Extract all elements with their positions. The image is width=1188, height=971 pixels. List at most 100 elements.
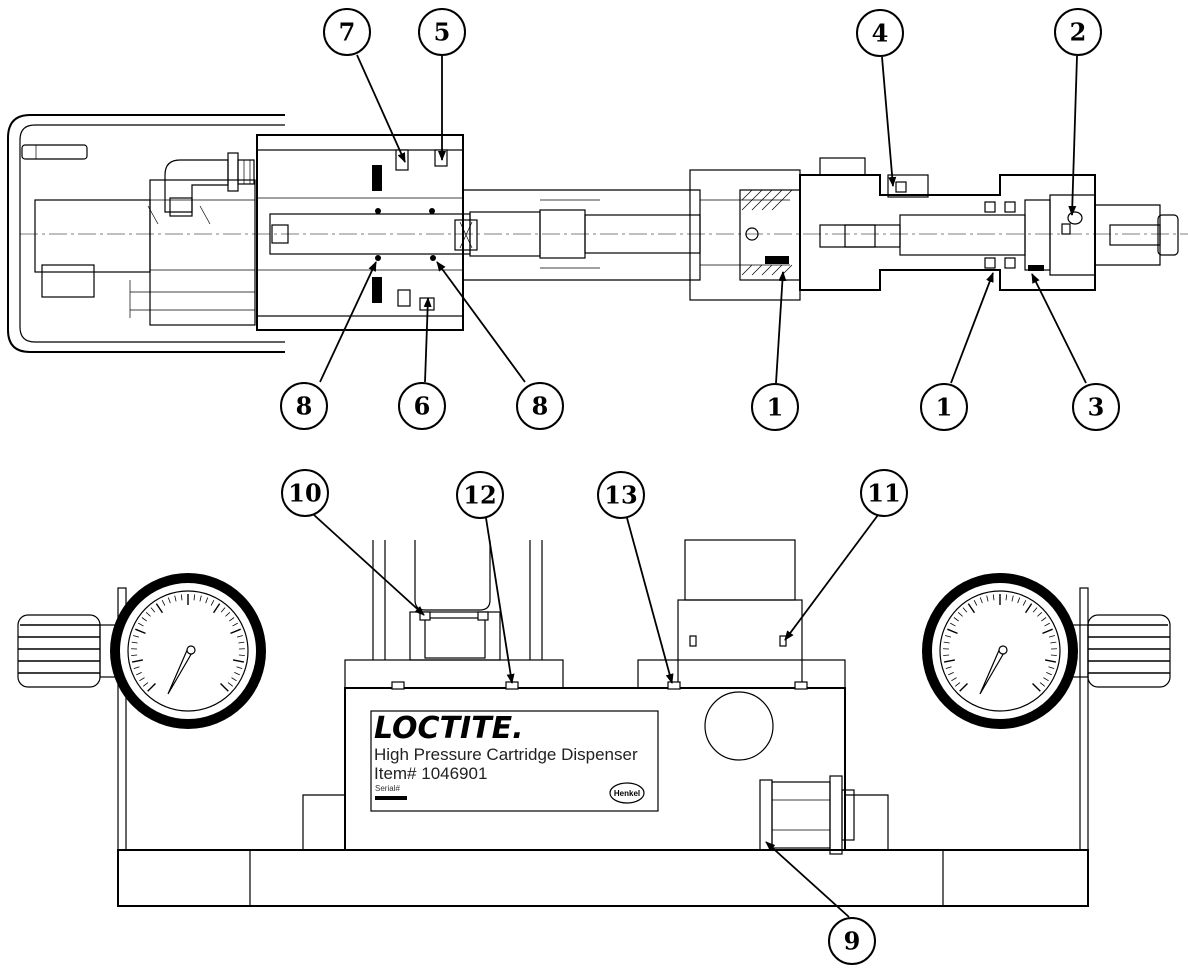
right-pressure-gauge	[922, 573, 1078, 729]
side-section-view	[7, 114, 1188, 353]
gauge-tick	[1037, 612, 1043, 617]
gauge-tick	[238, 641, 245, 644]
gauge-tick	[230, 628, 241, 635]
gauge-tick	[205, 597, 209, 604]
gauge-tick	[1041, 617, 1047, 622]
gauge-tick	[967, 603, 976, 614]
nameplate-item: Item# 1046901	[374, 764, 487, 783]
callout-8-right: 8	[516, 382, 564, 430]
svg-text:10: 10	[288, 479, 321, 508]
svg-text:5: 5	[434, 18, 451, 47]
gauge-tick	[150, 607, 156, 613]
gauge-tick	[180, 594, 183, 601]
callout-11: 11	[860, 469, 908, 517]
gauge-tick	[959, 683, 968, 692]
gauge-tick	[142, 682, 149, 687]
gauge-tick	[231, 677, 237, 682]
svg-text:3: 3	[1088, 393, 1105, 422]
valve-fitting	[759, 775, 855, 855]
gauge-tick	[232, 659, 245, 663]
svg-text:4: 4	[872, 19, 889, 48]
nameplate-brand: LOCTITE.	[374, 711, 524, 746]
left-pressure-gauge	[110, 573, 266, 729]
gauge-tick	[992, 594, 995, 601]
svg-text:12: 12	[463, 481, 496, 510]
svg-text:1: 1	[936, 393, 953, 422]
manifold-block	[344, 687, 846, 851]
gauge-tick	[1024, 603, 1033, 614]
gauge-tick	[131, 659, 144, 663]
svg-text:8: 8	[532, 392, 549, 421]
gauge-tick	[147, 683, 156, 692]
gauge-tick	[236, 635, 243, 638]
gauge-tick	[139, 677, 145, 682]
gauge-tick	[953, 617, 959, 622]
gauge-tick	[962, 607, 968, 613]
gauge-tick	[227, 682, 234, 687]
callout-2: 2	[1054, 8, 1102, 56]
gauge-tick	[220, 607, 226, 613]
gauge-tick	[229, 617, 235, 622]
svg-text:6: 6	[414, 392, 431, 421]
gauge-tick	[947, 628, 958, 635]
gauge-tick	[973, 600, 978, 606]
gauge-tick	[1017, 597, 1021, 604]
gauge-tick	[943, 659, 956, 663]
callout-8-left: 8	[280, 382, 328, 430]
gauge-tick	[236, 666, 243, 669]
gauge-tick	[1044, 622, 1050, 627]
svg-text:11: 11	[867, 479, 900, 508]
gauge-tick	[220, 683, 229, 692]
gauge-tick	[133, 666, 140, 669]
gauge-tick	[954, 682, 961, 687]
gauge-tick	[135, 628, 146, 635]
gauge-tick	[131, 641, 138, 644]
gauge-tick	[136, 671, 142, 676]
gauge-tick	[1032, 607, 1038, 613]
callout-1-left: 1	[751, 383, 799, 431]
gauge-tick	[1043, 677, 1049, 682]
front-housing	[799, 174, 1096, 291]
henkel-logo	[609, 782, 645, 804]
callout-4: 4	[856, 9, 904, 57]
callout-7: 7	[323, 8, 371, 56]
coupling-hatched	[739, 189, 801, 281]
gauge-tick	[945, 635, 952, 638]
callout-9: 9	[828, 917, 876, 965]
callout-12: 12	[456, 471, 504, 519]
nameplate-serial-label: Serial#	[375, 784, 400, 793]
gauge-tick	[1011, 595, 1014, 602]
right-regulator	[1069, 614, 1171, 688]
gauge-tick	[1042, 628, 1053, 635]
gauge-tick	[1044, 659, 1057, 663]
gauge-tick	[174, 595, 177, 602]
nameplate: LOCTITE. High Pressure Cartridge Dispens…	[370, 710, 659, 812]
svg-text:2: 2	[1070, 18, 1087, 47]
gauge-tick	[1048, 666, 1055, 669]
callouts: 7 5 4 2 8 6 8 1	[280, 8, 1120, 965]
callout-13: 13	[597, 471, 645, 519]
gauge-tick	[943, 641, 950, 644]
gauge-tick	[133, 635, 140, 638]
gauge-tick	[1022, 600, 1027, 606]
gauge-tick	[199, 595, 202, 602]
gauge-tick	[1005, 594, 1008, 601]
gauge-tick	[145, 612, 151, 617]
gauge-tick	[1048, 635, 1055, 638]
gauge-tick	[948, 671, 954, 676]
gauge-tick	[232, 622, 238, 627]
callout-1-right: 1	[920, 383, 968, 431]
gauge-tick	[979, 597, 983, 604]
gauge-tick	[986, 595, 989, 602]
gauge-tick	[1039, 682, 1046, 687]
gauge-tick	[1046, 671, 1052, 676]
gauge-tick	[1050, 641, 1057, 644]
gauge-tick	[141, 617, 147, 622]
gauge-tick	[138, 622, 144, 627]
gauge-tick	[212, 603, 221, 614]
leader-lines	[313, 54, 1087, 918]
gauge-tick	[957, 612, 963, 617]
svg-text:1: 1	[767, 393, 784, 422]
callout-5: 5	[418, 8, 466, 56]
